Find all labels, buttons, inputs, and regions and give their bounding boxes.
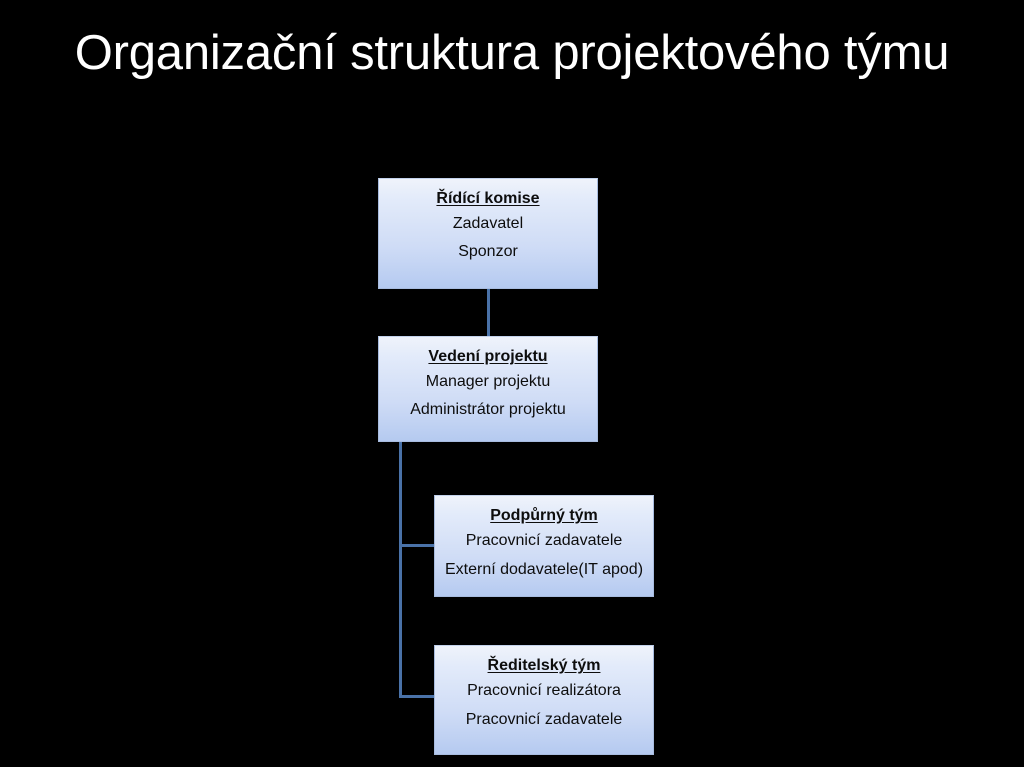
org-node-member: Zadavatel xyxy=(452,215,524,233)
org-node-title: Ředitelský tým xyxy=(487,657,601,674)
org-node-reditelsky-tym[interactable]: Ředitelský tým Pracovnicí realizátora Pr… xyxy=(434,645,654,755)
org-node-podpurny-tym[interactable]: Podpůrný tým Pracovnicí zadavatele Exter… xyxy=(434,495,654,597)
org-node-title: Podpůrný tým xyxy=(490,507,598,524)
org-node-member: Externí dodavatele(IT apod) xyxy=(444,560,644,578)
org-node-member: Manager projektu xyxy=(425,373,551,391)
org-node-title: Vedení projektu xyxy=(428,348,548,365)
org-node-member: Pracovnicí realizátora xyxy=(467,682,621,700)
org-node-member: Pracovnicí zadavatele xyxy=(465,710,623,728)
org-node-member: Pracovnicí zadavatele xyxy=(465,532,623,550)
org-node-vedeni-projektu[interactable]: Vedení projektu Manager projektu Adminis… xyxy=(378,336,598,442)
org-node-member: Sponzor xyxy=(458,243,518,261)
org-node-title: Řídící komise xyxy=(436,190,540,207)
page-title: Organizační struktura projektového týmu xyxy=(74,26,950,80)
org-node-ridici-komise[interactable]: Řídící komise Zadavatel Sponzor xyxy=(378,178,598,289)
org-node-member: Administrátor projektu xyxy=(410,401,566,419)
